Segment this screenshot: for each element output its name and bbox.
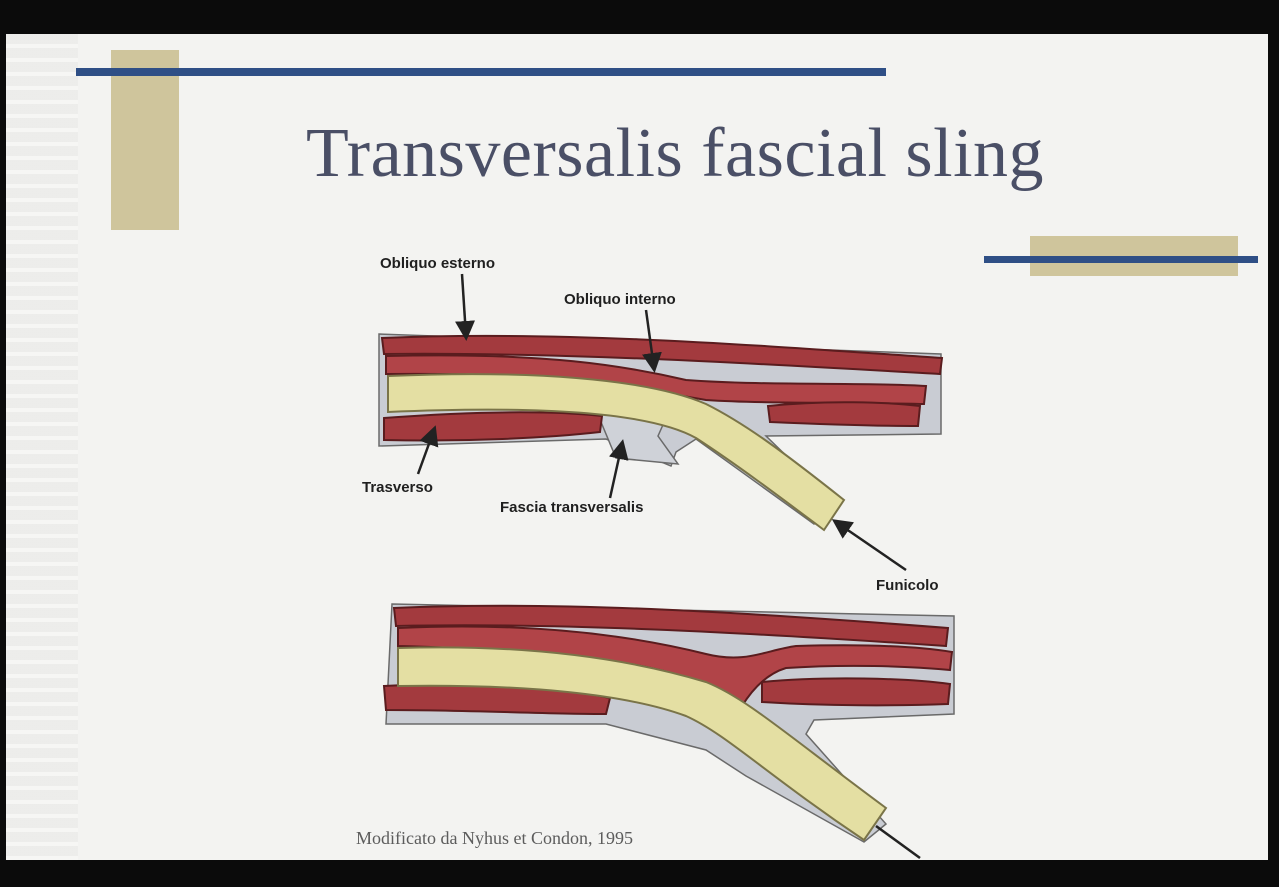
label-funicolo: Funicolo — [876, 577, 939, 594]
pointer-bottom-cord — [876, 826, 920, 858]
label-obliquo-esterno: Obliquo esterno — [380, 255, 495, 272]
label-trasverso: Trasverso — [362, 479, 433, 496]
slide: Transversalis fascial sling — [6, 34, 1268, 860]
label-fascia-transversalis: Fascia transversalis — [500, 499, 643, 516]
pointer-funicolo — [836, 522, 906, 570]
diagram-top: Obliquo esterno Obliquo interno Trasvers… — [362, 255, 942, 594]
bottom-muscle-lower-right — [762, 678, 950, 705]
pointer-obliquo-esterno — [462, 274, 466, 336]
top-muscle-lower-right — [768, 402, 920, 426]
label-obliquo-interno: Obliquo interno — [564, 291, 676, 308]
anatomy-figure: Obliquo esterno Obliquo interno Trasvers… — [6, 34, 1268, 860]
diagram-bottom — [384, 604, 954, 858]
figure-caption: Modificato da Nyhus et Condon, 1995 — [356, 828, 633, 849]
